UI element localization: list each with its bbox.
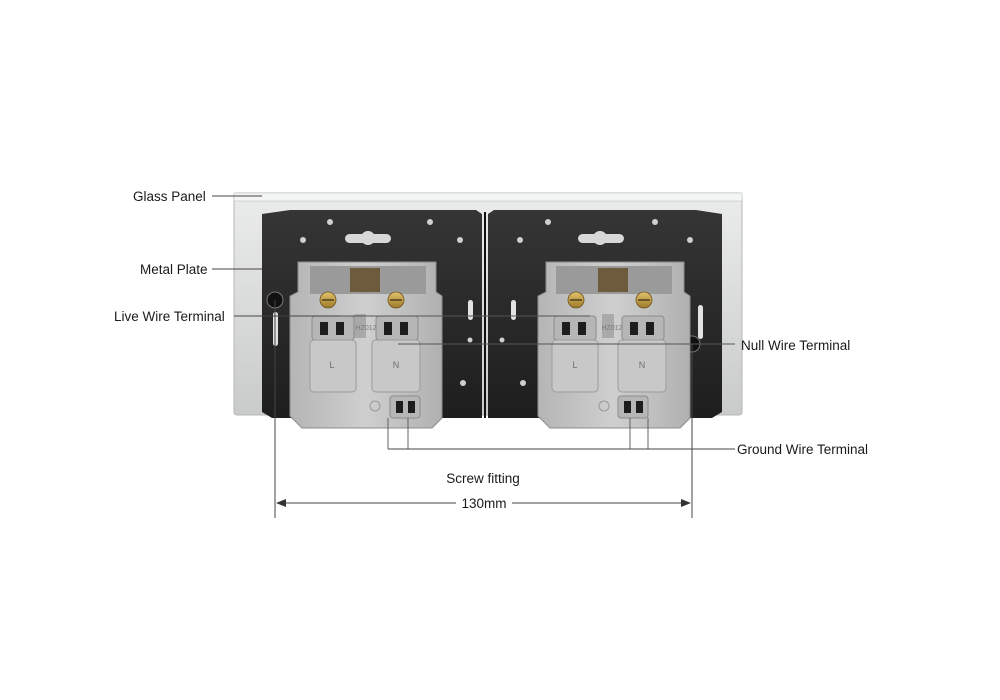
model-mark: HZ012 — [355, 325, 376, 332]
null-wire-terminal-label: Null Wire Terminal — [741, 338, 850, 353]
live-terminal-right: L — [551, 315, 599, 393]
model-mark: HZ012 — [601, 325, 622, 332]
ground-terminal-right — [598, 395, 649, 419]
live-wire-terminal-label: Live Wire Terminal — [114, 309, 225, 324]
ground-terminal-left — [369, 395, 421, 419]
live-mark: L — [572, 360, 577, 370]
neutral-terminal-left: N — [371, 315, 421, 393]
neutral-terminal-right: N — [617, 315, 667, 393]
leader-lines — [212, 195, 735, 450]
screw-fitting-label: Screw fitting — [446, 471, 520, 486]
ground-wire-terminal-label: Ground Wire Terminal — [737, 442, 868, 457]
live-mark: L — [329, 360, 334, 370]
socket-module-right: L N HZ012 — [537, 261, 691, 429]
neutral-mark: N — [393, 360, 400, 370]
metal-plate-label: Metal Plate — [140, 262, 208, 277]
glass-panel-label: Glass Panel — [133, 189, 206, 204]
socket-module-left: L N HZ012 — [289, 261, 443, 429]
neutral-mark: N — [639, 360, 646, 370]
live-terminal-left: L — [309, 315, 357, 393]
dimension-label: 130mm — [461, 496, 506, 511]
